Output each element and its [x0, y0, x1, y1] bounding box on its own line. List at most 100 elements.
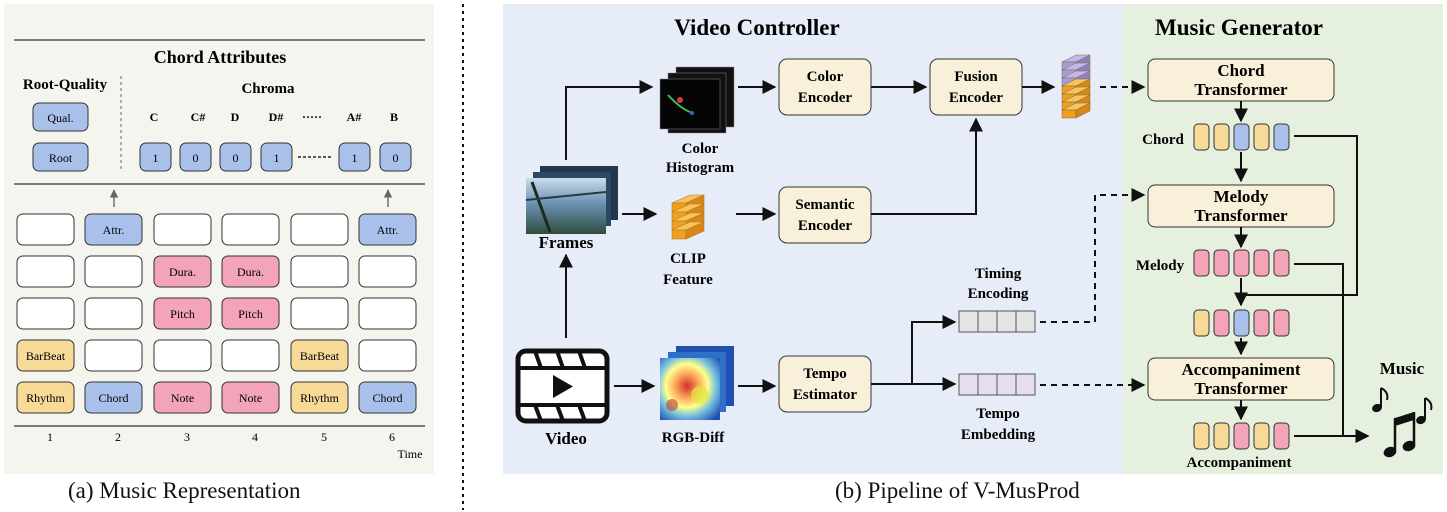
time-tick-label: 4 [252, 430, 258, 444]
time-tick-label: 1 [47, 430, 53, 444]
chroma-note-label: C# [191, 110, 206, 124]
panel-a-music-representation: Chord Attributes Root-Quality Chroma Qua… [4, 4, 434, 474]
grid-token-cell [290, 255, 349, 288]
chord-transformer-box: Chord Transformer [1147, 58, 1335, 102]
grid-token-cell [221, 213, 280, 246]
semantic-encoder-box: Semantic Encoder [778, 186, 872, 244]
grid-token-label: Rhythm [300, 391, 339, 405]
grid-token-cell [358, 339, 417, 372]
chroma-note-label: B [390, 110, 398, 124]
music-generator-title: Music Generator [1155, 15, 1323, 40]
grid-token-cell [153, 297, 212, 330]
caption-a: (a) Music Representation [68, 478, 301, 503]
sequence-token [1273, 249, 1290, 277]
sequence-token [1253, 309, 1270, 337]
qual-token [32, 102, 89, 132]
grid-token-label: Note [171, 391, 194, 405]
clip-feature-label-2: Feature [663, 272, 713, 288]
grid-token-cell [290, 297, 349, 330]
grid-token-cell [16, 297, 75, 330]
grid-token-label: Dura. [169, 265, 196, 279]
caption-b: (b) Pipeline of V-MusProd [835, 478, 1080, 503]
semantic-to-fusion-arrow [871, 117, 983, 215]
sequence-token [1233, 249, 1250, 277]
chroma-value-cell [219, 142, 252, 172]
accompaniment-transformer-label-1: Accompaniment [1182, 360, 1301, 379]
chord-sequence-label: Chord [1142, 132, 1184, 148]
sequence-token [1273, 123, 1290, 151]
melody-token-sequence [1193, 249, 1290, 277]
grid-token-cell [221, 339, 280, 372]
frames-label: Frames [539, 233, 594, 252]
chroma-value-cell [379, 142, 412, 172]
melody-transformer-label-2: Transformer [1194, 206, 1288, 225]
sequence-token [1193, 123, 1210, 151]
chord-token-sequence [1193, 123, 1290, 151]
sequence-token [1273, 309, 1290, 337]
grid-token-cell [84, 381, 143, 414]
chroma-note-label: A# [347, 110, 362, 124]
tempo-estimator-label-2: Estimator [793, 387, 857, 403]
tempo-estimator-box: Tempo Estimator [778, 355, 872, 413]
chroma-value-label: 0 [193, 151, 199, 165]
combined-token-sequence [1193, 309, 1290, 337]
accompaniment-token-sequence [1193, 422, 1290, 450]
grid-token-label: Note [239, 391, 262, 405]
chroma-value-label: 1 [352, 151, 358, 165]
tempo-embedding-label-2: Embedding [961, 427, 1036, 443]
grid-token-cell [16, 255, 75, 288]
chroma-value-label: 0 [233, 151, 239, 165]
timing-to-melody-arrow [1040, 188, 1146, 323]
chroma-value-cell [260, 142, 293, 172]
grid-token-cell [84, 297, 143, 330]
strip-cell [958, 310, 979, 333]
grid-token-cell [290, 381, 349, 414]
grid-token-cell [84, 213, 143, 246]
strip-cell [977, 373, 998, 396]
grid-token-cell [358, 213, 417, 246]
grid-token-label: Attr. [103, 223, 125, 237]
chroma-note-label: D [231, 110, 240, 124]
strip-cell [958, 373, 979, 396]
grid-token-cell [290, 339, 349, 372]
color-encoder-box: Color Encoder [778, 58, 872, 116]
sequence-token [1213, 422, 1230, 450]
time-tick-label: 2 [115, 430, 121, 444]
grid-token-label: Pitch [170, 307, 195, 321]
chroma-value-cell [179, 142, 212, 172]
sequence-token [1213, 123, 1230, 151]
clip-feature-icon [671, 194, 705, 240]
chroma-note-label: ····· [302, 110, 322, 124]
grid-token-cell [84, 255, 143, 288]
music-notes-icon [1372, 387, 1433, 458]
grid-token-label: Rhythm [26, 391, 65, 405]
timing-encoding-label-1: Timing [975, 266, 1022, 282]
fused-feature-icon [1061, 54, 1091, 119]
root-token [32, 142, 89, 172]
grid-token-label: Chord [99, 391, 129, 405]
grid-token-cell [358, 297, 417, 330]
grid-token-cell [221, 255, 280, 288]
fusion-encoder-label-2: Encoder [949, 90, 1004, 106]
accompaniment-transformer-box: Accompaniment Transformer [1147, 357, 1335, 401]
strip-cell [1015, 373, 1036, 396]
strip-cell [996, 373, 1017, 396]
melody-transformer-label-1: Melody [1214, 187, 1269, 206]
melody-sequence-label: Melody [1136, 258, 1185, 274]
sequence-token [1253, 123, 1270, 151]
chord-skip-connection [1241, 135, 1358, 296]
root-quality-label: Root-Quality [23, 77, 108, 93]
grid-token-cell [358, 255, 417, 288]
melody-transformer-box: Melody Transformer [1147, 184, 1335, 228]
rgb-diff-image [660, 346, 734, 420]
chord-transformer-label-1: Chord [1217, 61, 1265, 80]
clip-feature-label-1: CLIP [670, 251, 706, 267]
grid-token-label: Dura. [237, 265, 264, 279]
semantic-encoder-label-1: Semantic [795, 197, 855, 213]
color-histogram-label-1: Color [682, 141, 719, 157]
sequence-token [1273, 422, 1290, 450]
timing-encoding-label-2: Encoding [968, 286, 1029, 302]
